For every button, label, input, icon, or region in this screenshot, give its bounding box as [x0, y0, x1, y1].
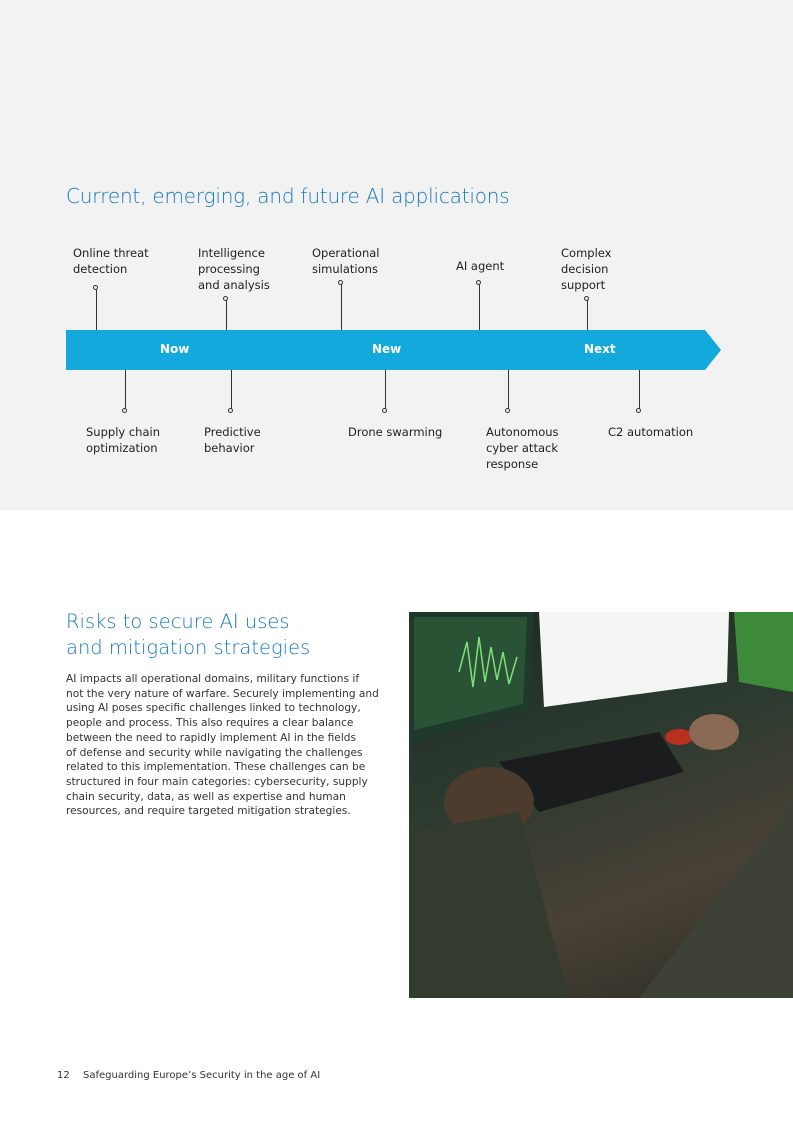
connector-dot: [223, 296, 228, 301]
connector: [479, 283, 480, 330]
connector-dot: [505, 408, 510, 413]
phase-next: Next: [584, 342, 616, 356]
body-line: related to this implementation. These ch…: [66, 761, 366, 774]
body-line: people and process. This also requires a…: [66, 717, 354, 730]
lower-item: Drone swarming: [348, 425, 443, 439]
upper-item: Operational simulations: [312, 246, 380, 276]
timeline-title: Current, emerging, and future AI applica…: [66, 184, 510, 208]
upper-item: Intelligence processing and analysis: [198, 246, 270, 292]
connector: [226, 299, 227, 330]
body-line: chain security, data, as well as experti…: [66, 790, 346, 803]
footer-title: Safeguarding Europe’s Security in the ag…: [83, 1070, 321, 1081]
lower-item: Autonomous cyber attack response: [486, 425, 559, 471]
connector: [639, 370, 640, 410]
connector-dot: [122, 408, 127, 413]
body-line: structured in four main categories: cybe…: [66, 775, 368, 788]
body-line: between the need to rapidly implement AI…: [66, 731, 357, 744]
upper-item: Online threat detection: [73, 246, 149, 276]
connector: [385, 370, 386, 410]
connector-dot: [584, 296, 589, 301]
body-line: AI impacts all operational domains, mili…: [66, 673, 360, 685]
connector: [341, 283, 342, 330]
connector: [587, 299, 588, 330]
upper-item: AI agent: [456, 259, 505, 273]
timeline-panel: [0, 0, 793, 510]
timeline-arrow: [66, 330, 721, 370]
connector-dot: [338, 280, 343, 285]
soldier-at-computer-photo: [409, 612, 793, 998]
upper-item: Complex decision support: [561, 246, 612, 292]
connector-dot: [382, 408, 387, 413]
connector-dot: [476, 280, 481, 285]
lower-item: Predictive behavior: [204, 425, 261, 455]
phase-new: New: [372, 342, 402, 356]
connector: [231, 370, 232, 410]
connector: [96, 288, 97, 330]
section-body: AI impacts all operational domains, mili…: [66, 672, 379, 819]
connector-dot: [93, 285, 98, 290]
body-line: of defense and security while navigating…: [66, 746, 363, 759]
connector: [508, 370, 509, 410]
body-line: using AI poses specific challenges linke…: [66, 702, 361, 715]
connector-dot: [228, 408, 233, 413]
body-line: not the very nature of warfare. Securely…: [66, 687, 379, 700]
lower-item: C2 automation: [608, 425, 694, 439]
page-number: 12: [57, 1070, 70, 1081]
connector: [125, 370, 126, 410]
connector-dot: [636, 408, 641, 413]
section-title: Risks to secure AI uses and mitigation s…: [66, 610, 311, 659]
lower-item: Supply chain optimization: [86, 425, 160, 455]
phase-now: Now: [160, 342, 190, 356]
body-line: resources, and require targeted mitigati…: [66, 805, 351, 818]
